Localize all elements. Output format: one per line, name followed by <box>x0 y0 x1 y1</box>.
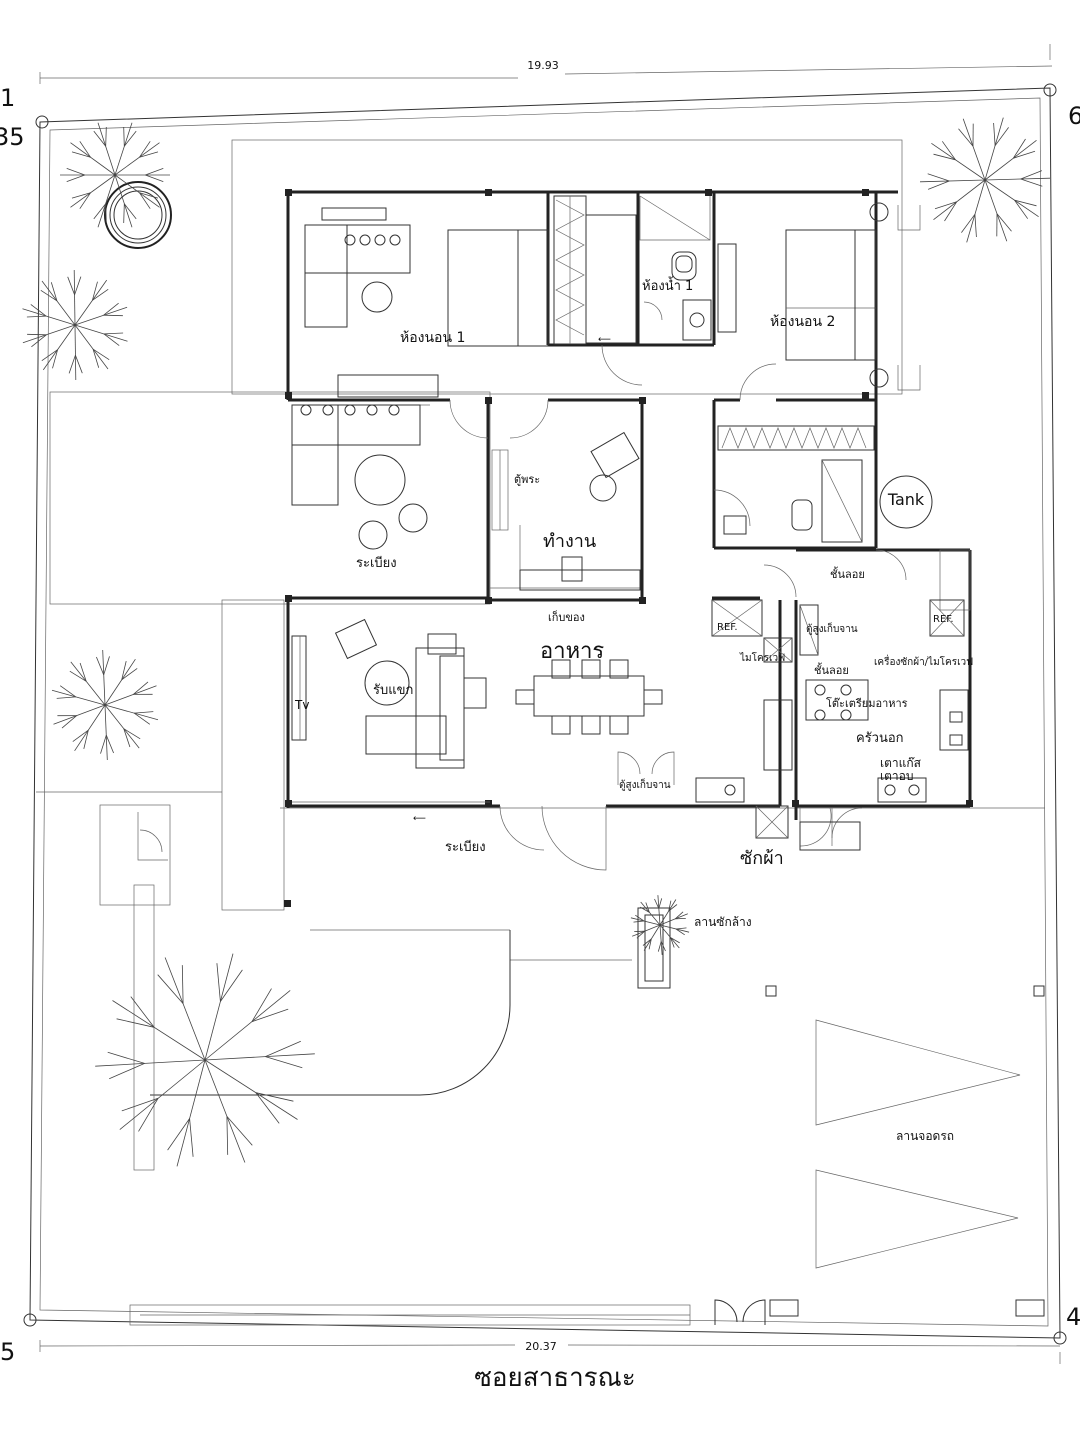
label-bathroom1: ห้องน้ำ 1 <box>642 276 693 294</box>
upper-terrace-furniture <box>291 404 428 550</box>
corner-label-6: 6 <box>1068 102 1080 130</box>
label-gas-stove: เตาแก๊ส <box>880 756 922 770</box>
label-upper-terrace: ระเบียง <box>356 555 397 571</box>
water-tank <box>879 475 933 529</box>
tree-icon <box>95 953 315 1167</box>
rear-bath-fixtures <box>723 459 933 543</box>
label-oven: เตาอบ <box>880 769 913 783</box>
corner-marker-1 <box>35 115 49 129</box>
round-planter <box>104 181 172 249</box>
wash-yard-planter <box>637 907 1045 997</box>
bottom-dimension: 20.37 <box>525 1340 557 1353</box>
label-dish-tall-cabinet: ตู้สูงเก็บจาน <box>806 621 858 635</box>
corner-label-35: 35 <box>0 123 25 151</box>
label-work: ทำงาน <box>543 531 596 552</box>
label-dish-cabinet: ตู้สูงเก็บจาน <box>619 777 671 791</box>
tree-icon <box>630 895 690 955</box>
label-laundry: ซักผ้า <box>740 848 784 869</box>
label-tank: Tank <box>887 490 925 509</box>
bedroom1-furniture <box>304 207 549 398</box>
building-walls <box>286 190 972 820</box>
label-tv: Tv <box>294 698 309 712</box>
label-prep-table: โต๊ะเตรียมอาหาร <box>826 696 908 710</box>
label-bedroom2: ห้องนอน 2 <box>770 314 835 330</box>
front-fence <box>129 1304 691 1326</box>
label-living: รับแขก <box>373 683 413 698</box>
corner-marker-5 <box>23 1313 37 1327</box>
corner-label-4: 4 <box>1066 1303 1080 1331</box>
label-wash-yard: ลานซักล้าง <box>694 915 752 929</box>
label-fridge-right: REF. <box>933 614 954 625</box>
svg-text:⟵: ⟵ <box>413 814 426 824</box>
street-name: ซอยสาธารณะ <box>474 1363 635 1393</box>
dining-table <box>515 659 663 735</box>
label-dining: อาหาร <box>540 639 604 664</box>
label-parking: ลานจอดรถ <box>896 1129 954 1143</box>
label-washer-micro: เครื่องซักผ้า/ไมโครเวฟ <box>874 654 973 668</box>
trees <box>22 117 1051 1167</box>
label-shrine: ตู้พระ <box>514 473 540 486</box>
living-room-furniture <box>291 618 487 769</box>
label-storage: เก็บของ <box>548 610 585 624</box>
top-dimension: 19.93 <box>527 59 559 72</box>
label-lower-terrace: ระเบียง <box>445 839 486 855</box>
label-shelf-mid: ชั้นลอย <box>814 662 849 677</box>
wardrobes <box>553 195 875 451</box>
top-dimension-line <box>39 44 1053 84</box>
label-outdoor-kitchen: ครัวนอก <box>856 731 904 746</box>
tree-icon <box>51 649 159 761</box>
columns <box>284 189 973 907</box>
label-bedroom1: ห้องนอน 1 <box>400 330 465 346</box>
parking-space-1 <box>815 1019 1021 1126</box>
bottom-dimension-line <box>39 1340 1061 1364</box>
tree-icon <box>919 117 1051 243</box>
bedroom2-furniture <box>717 202 889 388</box>
corner-marker-4 <box>1053 1331 1067 1345</box>
parking-space-2 <box>815 1169 1019 1269</box>
corner-label-5: 5 <box>0 1338 15 1366</box>
svg-text:⟵: ⟵ <box>598 335 611 345</box>
label-microwave: ไมโครเวฟ <box>739 651 785 664</box>
corner-label-1: 1 <box>0 84 15 112</box>
front-gate <box>714 1299 1045 1325</box>
plot-boundary <box>29 87 1061 1339</box>
tree-icon <box>60 122 170 228</box>
label-fridge-left: REF. <box>717 622 738 633</box>
doors <box>137 205 921 871</box>
window-frames: ⟵ ⟵ <box>292 335 971 824</box>
corner-marker-6 <box>1043 83 1057 97</box>
work-room-furniture <box>519 431 641 591</box>
kitchen-fixtures <box>695 599 969 839</box>
label-shelf-top: ชั้นลอย <box>830 566 865 581</box>
bathroom1-fixtures <box>639 195 712 341</box>
tree-icon <box>22 269 128 381</box>
